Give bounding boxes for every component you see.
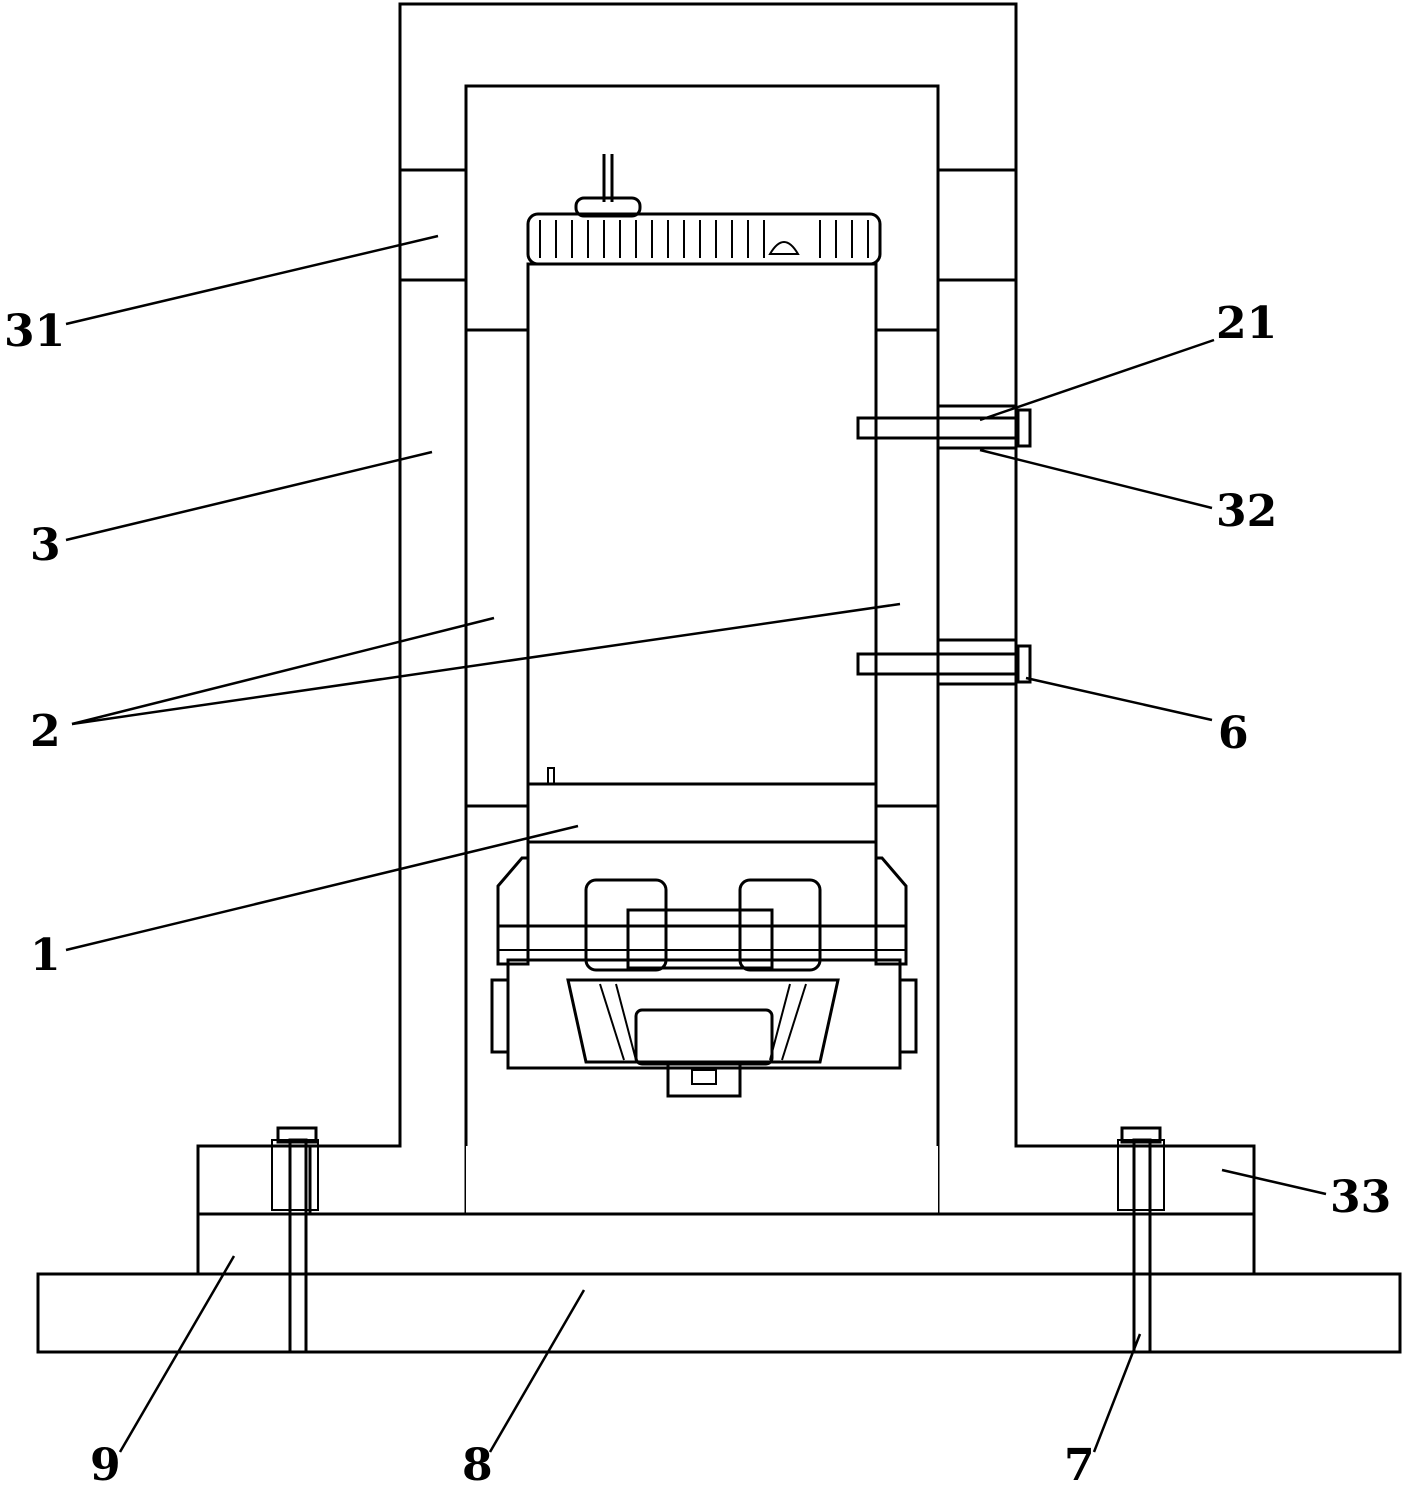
side-bolt — [856, 408, 1032, 684]
callout-31: 31 — [4, 306, 65, 357]
leader-lines — [65, 234, 1327, 1453]
callout-6: 6 — [1218, 708, 1249, 759]
housing-opening-right — [936, 168, 1018, 282]
damping-sleeve — [464, 328, 1018, 808]
motor-pump — [490, 154, 918, 1098]
callout-1: 1 — [30, 930, 61, 981]
callout-9: 9 — [90, 1440, 121, 1488]
base-plate — [36, 1272, 1402, 1354]
callout-32: 32 — [1216, 486, 1277, 537]
motor-cap — [526, 212, 882, 266]
callout-8: 8 — [462, 1440, 493, 1488]
callout-7: 7 — [1064, 1440, 1095, 1488]
anchor-bolt — [271, 1126, 1165, 1354]
callout-labels: 31 21 3 32 2 6 1 33 9 8 7 — [4, 298, 1391, 1488]
housing — [196, 2, 1256, 1216]
callout-33: 33 — [1330, 1172, 1391, 1223]
callout-21: 21 — [1216, 298, 1277, 349]
callout-2: 2 — [30, 706, 61, 757]
cushion-layer — [196, 1212, 1256, 1276]
callout-3: 3 — [30, 520, 61, 571]
housing-opening-left — [398, 168, 468, 282]
motor-body — [526, 262, 878, 786]
